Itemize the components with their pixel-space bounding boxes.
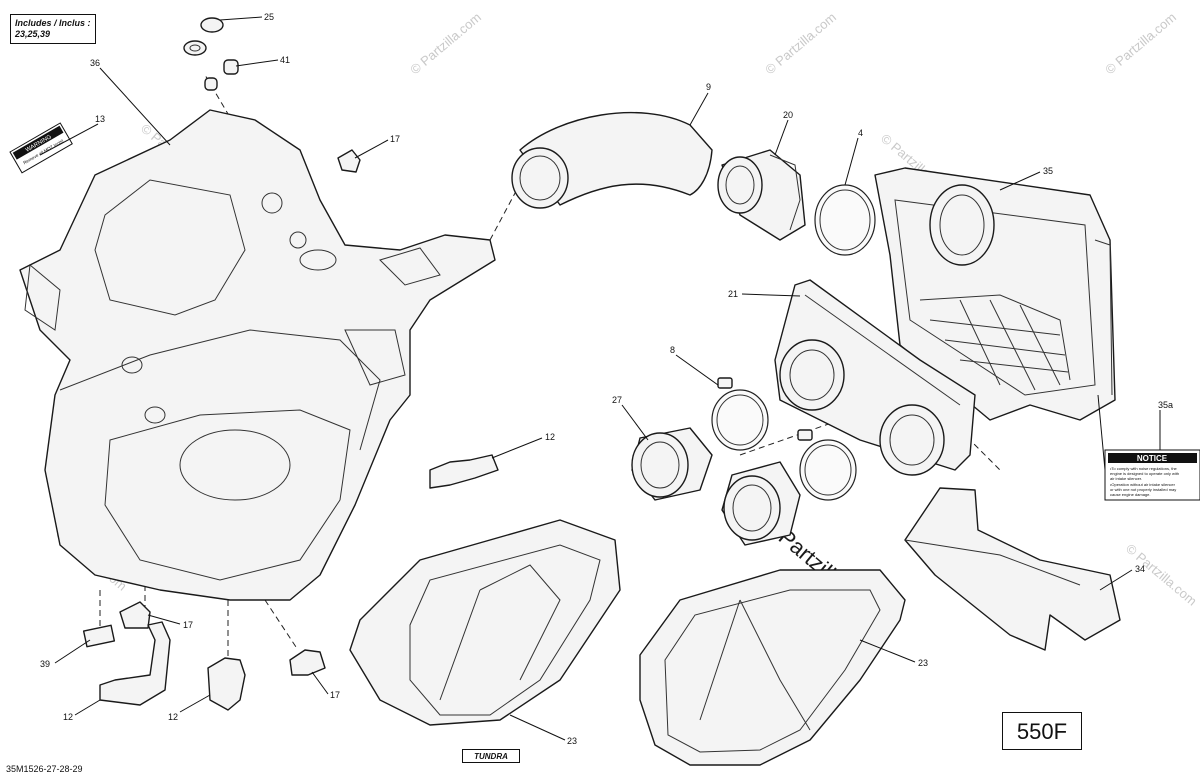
clamp-12-bottom — [207, 657, 246, 711]
foam-pad-34 — [904, 487, 1121, 651]
callout-17: 17 — [390, 134, 400, 144]
callout-27: 27 — [612, 395, 622, 405]
callout-41: 41 — [280, 55, 290, 65]
airbox-housing — [19, 109, 496, 601]
label-39 — [82, 624, 116, 648]
variant-tag: TUNDRA — [462, 749, 520, 763]
callout-35: 35 — [1043, 166, 1053, 176]
bracket-12-upper — [429, 454, 499, 489]
watermark: © Partzilla.com — [1123, 541, 1200, 609]
notice-label-35a: NOTICE •To comply with noise regulations… — [1104, 449, 1200, 501]
callout-9: 9 — [706, 82, 711, 92]
callout-17: 17 — [183, 620, 193, 630]
includes-parts: 23,25,39 — [15, 29, 51, 39]
callout-25: 25 — [264, 12, 274, 22]
filter-housing-35 — [874, 167, 1116, 421]
callout-34: 34 — [1135, 564, 1145, 574]
callout-4: 4 — [858, 128, 863, 138]
intake-tube-9 — [511, 111, 713, 209]
drawing-code: 35M1526-27-28-29 — [6, 764, 83, 774]
callout-35a: 35a — [1158, 400, 1173, 410]
adapter-plate-21 — [774, 279, 976, 476]
notice-line: engine is designed to operate only with — [1110, 471, 1179, 476]
watermark: © Partzilla.com — [1102, 9, 1179, 77]
watermark: © Partzilla.com — [762, 9, 839, 77]
warning-label-13: WARNING Remove all MOT tools! — [9, 122, 73, 174]
callout-8: 8 — [670, 345, 675, 355]
leader-lines — [39, 16, 1161, 741]
callout-20: 20 — [783, 110, 793, 120]
model-label: 550F — [1002, 712, 1082, 750]
callouts: 25 41 36 13 17 9 20 4 35 21 8 27 12 35a … — [40, 12, 1173, 746]
watermark: © Partzilla.com — [407, 9, 484, 77]
callout-21: 21 — [728, 289, 738, 299]
callout-23: 23 — [567, 736, 577, 746]
callout-39: 39 — [40, 659, 50, 669]
airbox-cover-23-tundra — [349, 519, 621, 726]
notice-line: •To comply with noise regulations, the — [1110, 466, 1178, 471]
includes-note: Includes / Inclus : 23,25,39 — [10, 14, 96, 44]
coupler-27 — [631, 427, 801, 546]
callout-13: 13 — [95, 114, 105, 124]
clip-17-top — [337, 149, 361, 173]
plug-41 — [204, 59, 239, 91]
notice-line: air intake silencer. — [1110, 476, 1142, 481]
includes-heading: Includes / Inclus : — [15, 18, 91, 28]
grommet-25 — [183, 17, 224, 56]
notice-line: •Operation without air intake silencer — [1110, 482, 1176, 487]
callout-36: 36 — [90, 58, 100, 68]
o-ring-4 — [814, 184, 876, 256]
clamp-8 — [711, 377, 857, 501]
callout-12: 12 — [63, 712, 73, 722]
bracket-12-left — [99, 621, 171, 706]
callout-23: 23 — [918, 658, 928, 668]
clip-17-left — [119, 601, 151, 629]
coupler-20 — [717, 149, 806, 241]
airbox-cover-23 — [639, 569, 906, 766]
callout-12: 12 — [545, 432, 555, 442]
callout-17: 17 — [330, 690, 340, 700]
notice-heading: NOTICE — [1137, 454, 1168, 463]
clip-17-right — [289, 649, 326, 676]
notice-line: or with one not properly installed may — [1110, 487, 1176, 492]
notice-line: cause engine damage. — [1110, 492, 1150, 497]
callout-12: 12 — [168, 712, 178, 722]
